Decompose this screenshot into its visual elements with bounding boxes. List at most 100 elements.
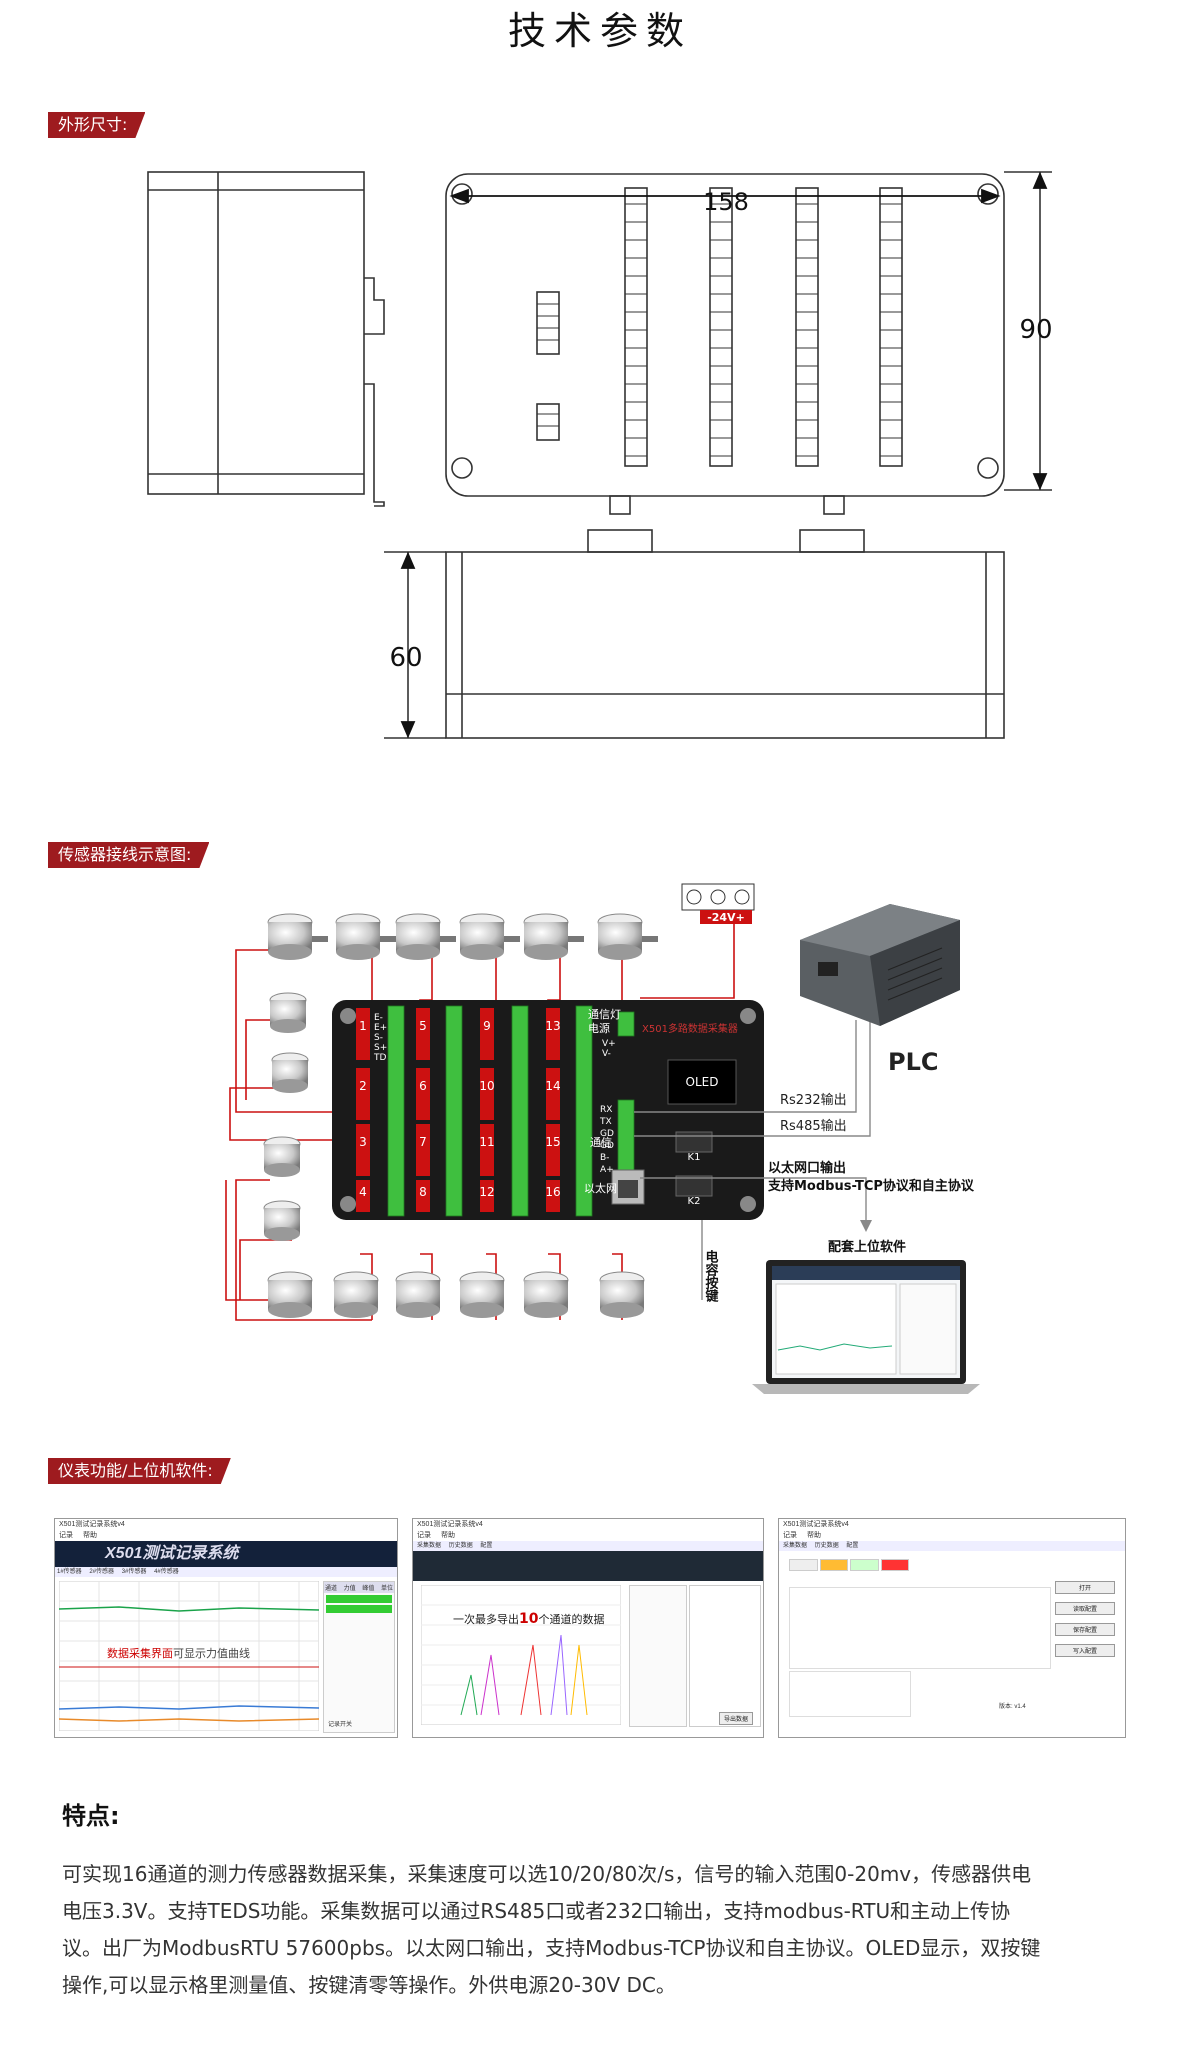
channel-6: 6 — [419, 1079, 427, 1093]
read-config-button[interactable]: 读取配置 — [1055, 1602, 1115, 1615]
menu-record[interactable]: 记录 — [783, 1532, 797, 1539]
caption-export-count: 10 — [519, 1611, 539, 1627]
page-title: 技术参数 — [507, 9, 692, 53]
tab-acquisition[interactable]: 采集数据 — [417, 1543, 442, 1549]
software-label: 配套上位软件 — [828, 1239, 906, 1255]
channel-10: 10 — [479, 1079, 494, 1093]
sensors-bottom — [267, 1271, 645, 1318]
tab-acquisition[interactable]: 采集数据 — [783, 1543, 808, 1549]
window-title: X501测试记录系统v4 — [783, 1521, 849, 1528]
rs485-label: Rs485输出 — [780, 1118, 847, 1134]
col-unit: 单位 — [380, 1586, 393, 1592]
save-config-button[interactable]: 保存配置 — [1055, 1623, 1115, 1636]
top-view-body — [445, 173, 1005, 497]
pin-tx: TX — [599, 1117, 612, 1127]
section-tag-wiring: 传感器接线示意图: — [48, 842, 209, 868]
software-screenshot-acquisition: X501测试记录系统v4 记录 帮助 X501测试记录系统 1#传感器 2#传感… — [54, 1518, 398, 1738]
pin-gd: GD — [600, 1129, 614, 1139]
app-banner: X501测试记录系统 — [55, 1541, 397, 1567]
pin-rx: RX — [600, 1105, 612, 1115]
version-label: 版本: v1.4 — [999, 1704, 1026, 1710]
channel-12: 12 — [479, 1185, 494, 1199]
oled-label: OLED — [686, 1075, 719, 1089]
force-curve-chart — [59, 1581, 319, 1731]
comm-board-label: 通信 — [590, 1136, 612, 1149]
plc-device — [800, 904, 960, 1026]
caption-acquisition: 数据采集界面 — [107, 1647, 173, 1660]
sensors-top — [267, 913, 658, 960]
ethernet-label: 以太网口输出 — [768, 1160, 846, 1176]
plc-label: PLC — [888, 1048, 939, 1076]
wiring-diagram: -24V+ 1 5 9 — [225, 883, 980, 1394]
dim-width: 158 — [703, 188, 749, 216]
open-button[interactable]: 打开 — [1055, 1581, 1115, 1594]
tab-sensor-1[interactable]: 1#传感器 — [57, 1569, 82, 1575]
channel-13: 13 — [545, 1019, 560, 1033]
tab-sensor-2[interactable]: 2#传感器 — [89, 1569, 115, 1575]
power-board-label: 电源 — [588, 1021, 610, 1035]
terminal-strips — [624, 187, 903, 467]
window-title: X501测试记录系统v4 — [417, 1521, 483, 1528]
caption-curve: 可显示力值曲线 — [173, 1647, 250, 1660]
section-tag-software: 仪表功能/上位机软件: — [48, 1458, 231, 1484]
caption-export-tail: 个通道的数据 — [538, 1613, 605, 1626]
channel-15: 15 — [545, 1135, 560, 1149]
force-table: 通道 力值 峰值 单位 记录开关 — [323, 1581, 395, 1733]
col-channel: 通道 — [325, 1586, 338, 1592]
pin-label: E+ — [374, 1023, 387, 1033]
tab-sensor-3[interactable]: 3#传感器 — [121, 1569, 147, 1575]
channel-14: 14 — [545, 1079, 560, 1093]
comm-light-label: 通信灯 — [588, 1008, 621, 1021]
channel-11: 11 — [479, 1135, 494, 1149]
menu-record[interactable]: 记录 — [59, 1532, 73, 1539]
features-title: 特点: — [62, 1802, 120, 1830]
menu-help[interactable]: 帮助 — [82, 1532, 97, 1539]
menu-record[interactable]: 记录 — [417, 1532, 431, 1539]
pin-b-minus: B- — [600, 1153, 609, 1163]
channel-1: 1 — [359, 1019, 367, 1033]
dimension-drawing: 158 90 60 — [147, 171, 1053, 739]
pin-label: S+ — [374, 1043, 387, 1053]
tab-history[interactable]: 历史数据 — [448, 1543, 473, 1549]
pin-v-minus: V- — [602, 1049, 611, 1059]
channel-7: 7 — [419, 1135, 427, 1149]
section-tag-dimensions: 外形尺寸: — [48, 112, 145, 138]
channel-16: 16 — [545, 1185, 560, 1199]
channel-9: 9 — [483, 1019, 491, 1033]
device-name: X501多路数据采集器 — [642, 1022, 738, 1035]
power-connector — [681, 883, 755, 924]
ethernet-board-label: 以太网 — [584, 1182, 617, 1195]
record-toggle[interactable]: 记录开关 — [328, 1722, 353, 1728]
window-title: X501测试记录系统v4 — [55, 1519, 397, 1531]
channel-4: 4 — [359, 1185, 367, 1199]
side-view-body — [147, 171, 365, 495]
ethernet-protocol-label: 支持Modbus-TCP协议和自主协议 — [767, 1178, 975, 1194]
write-config-button[interactable]: 写入配置 — [1055, 1644, 1115, 1657]
col-peak: 峰值 — [362, 1586, 375, 1592]
caption-export: 一次最多导出 — [453, 1613, 519, 1626]
capacitive-button-label: 电容按键 — [703, 1249, 720, 1303]
pin-label: E- — [374, 1013, 383, 1023]
software-screenshot-config: X501测试记录系统v4 记录 帮助 采集数据 历史数据 配置 打开 读取配置 … — [778, 1518, 1126, 1738]
menu-help[interactable]: 帮助 — [806, 1532, 821, 1539]
tab-sensor-4[interactable]: 4#传感器 — [154, 1569, 179, 1575]
channel-2: 2 — [359, 1079, 367, 1093]
pin-label: TD — [373, 1053, 386, 1063]
export-button[interactable]: 导出数据 — [718, 1712, 753, 1725]
rs232-label: Rs232输出 — [780, 1092, 847, 1108]
software-screenshot-history: X501测试记录系统v4 记录 帮助 采集数据 历史数据 配置 一次最多导出10… — [412, 1518, 764, 1738]
pin-label: S- — [374, 1033, 383, 1043]
tab-config[interactable]: 配置 — [480, 1543, 493, 1549]
tab-history[interactable]: 历史数据 — [814, 1543, 839, 1549]
pin-a-plus: A+ — [600, 1165, 614, 1175]
channel-3: 3 — [359, 1135, 367, 1149]
sensors-left — [263, 992, 309, 1241]
channel-5: 5 — [419, 1019, 427, 1033]
laptop — [752, 1260, 980, 1394]
front-view-body — [445, 551, 1005, 739]
pin-gd2: GD — [600, 1141, 614, 1151]
dim-height: 90 — [1019, 315, 1052, 345]
tab-config[interactable]: 配置 — [846, 1543, 859, 1549]
k1-label: K1 — [688, 1152, 701, 1163]
menu-help[interactable]: 帮助 — [440, 1532, 455, 1539]
